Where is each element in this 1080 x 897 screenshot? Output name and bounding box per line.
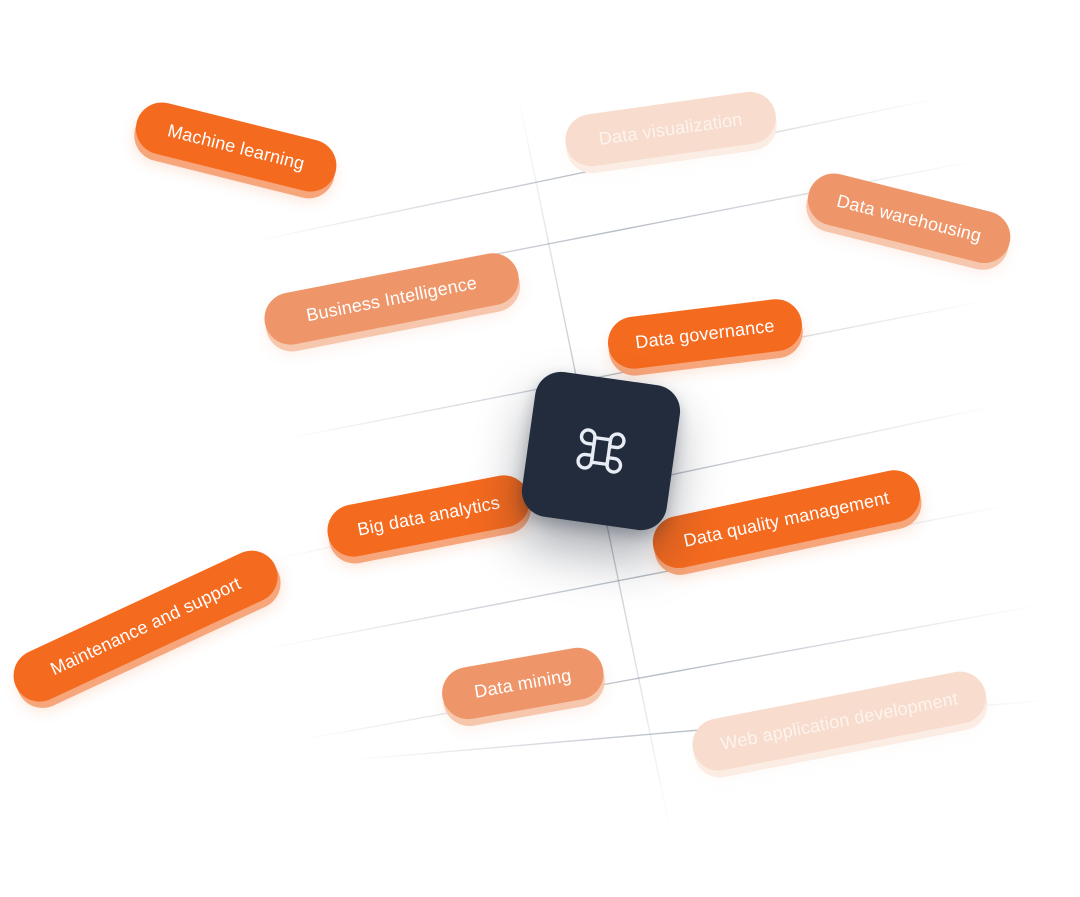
command-key-tile	[518, 368, 684, 534]
tag-label: Big data analytics	[355, 492, 502, 540]
grid-line-h	[299, 604, 1041, 741]
tag-label: Data governance	[634, 315, 776, 353]
command-key-icon	[576, 428, 626, 474]
tag-label: Data mining	[472, 665, 573, 702]
grid-line-h	[259, 504, 1011, 651]
grid-line-h	[279, 299, 991, 441]
tag-label: Data visualization	[597, 109, 744, 149]
grid-line-h	[249, 97, 941, 243]
